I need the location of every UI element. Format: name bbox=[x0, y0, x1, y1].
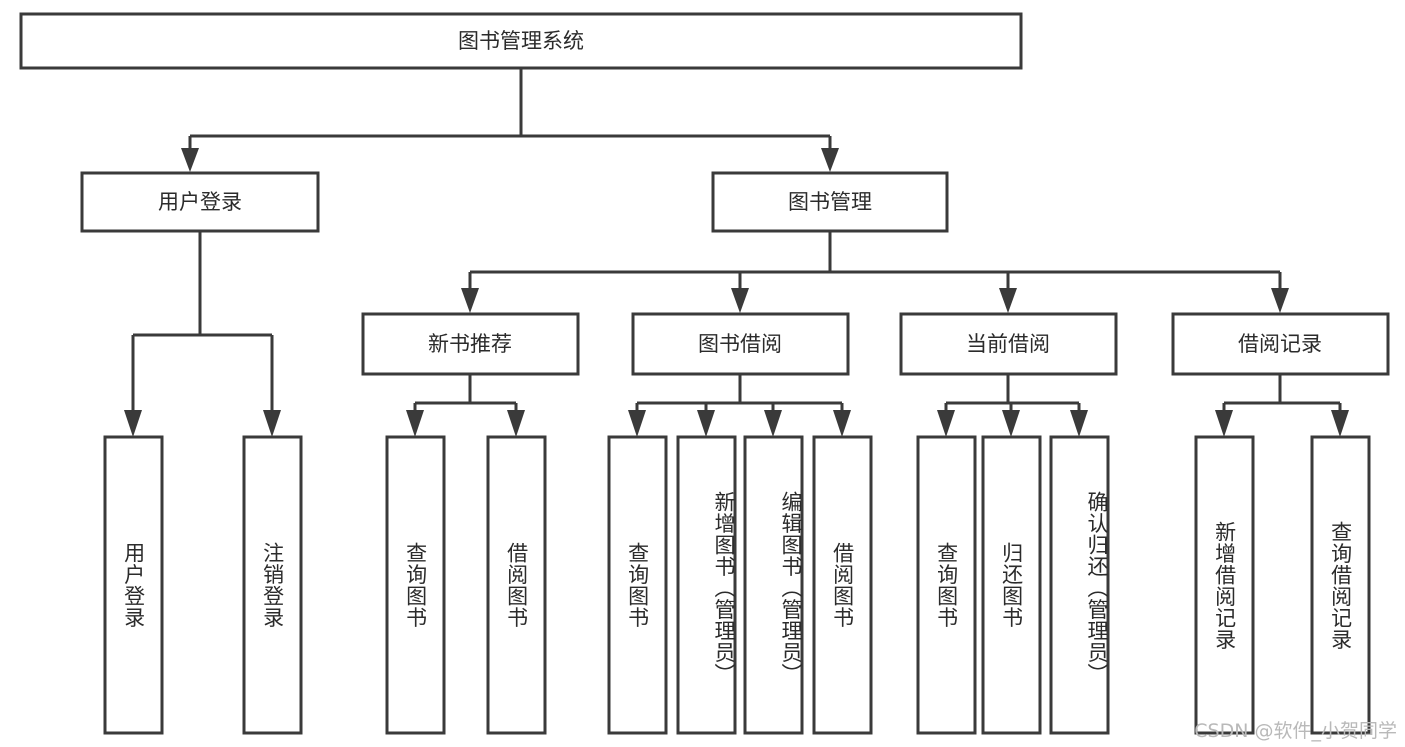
arrow-book-mgmt-to-book-borrow bbox=[731, 288, 749, 313]
node-leaf-current-borrow-3-box[interactable] bbox=[1049, 435, 1110, 735]
csdn-watermark: CSDN @软件_小贺同学 bbox=[1194, 720, 1397, 742]
arrow-book-borrow-leaf-4 bbox=[833, 410, 851, 437]
arrow-current-borrow-leaf-2 bbox=[1002, 410, 1020, 437]
node-leaf-book-borrow-3-box[interactable] bbox=[743, 435, 804, 735]
node-root-label: 图书管理系统 bbox=[458, 29, 584, 53]
arrow-user-login-leaf-2 bbox=[263, 410, 281, 437]
node-root-box[interactable] bbox=[19, 12, 1023, 70]
arrow-book-mgmt-to-borrow-record bbox=[1271, 288, 1289, 313]
node-new-book-label: 新书推荐 bbox=[428, 332, 512, 356]
node-leaf-new-book-1-box[interactable] bbox=[385, 435, 446, 735]
arrow-new-book-leaf-2 bbox=[507, 410, 525, 437]
node-new-book-box[interactable] bbox=[361, 312, 580, 376]
arrow-book-borrow-leaf-3 bbox=[764, 410, 782, 437]
node-user-login-label: 用户登录 bbox=[158, 190, 242, 214]
node-leaf-current-borrow-1-box[interactable] bbox=[916, 435, 977, 735]
node-leaf-user-login-2-box[interactable] bbox=[242, 435, 303, 735]
arrow-book-mgmt-to-new-book bbox=[461, 288, 479, 313]
node-leaf-borrow-record-1-box[interactable] bbox=[1194, 435, 1255, 735]
node-current-borrow-box[interactable] bbox=[899, 312, 1118, 376]
arrow-user-login-leaf-1 bbox=[124, 410, 142, 437]
arrow-root-to-book-mgmt bbox=[821, 148, 839, 172]
node-leaf-new-book-2-box[interactable] bbox=[486, 435, 547, 735]
arrow-borrow-record-leaf-1 bbox=[1215, 410, 1233, 437]
arrow-root-to-user-login bbox=[181, 148, 199, 172]
node-book-mgmt-box[interactable] bbox=[711, 171, 949, 233]
arrow-book-borrow-leaf-2 bbox=[697, 410, 715, 437]
node-book-mgmt-label: 图书管理 bbox=[788, 190, 872, 214]
arrow-current-borrow-leaf-3 bbox=[1070, 410, 1088, 437]
node-borrow-record-label: 借阅记录 bbox=[1238, 332, 1322, 356]
node-leaf-book-borrow-4-box[interactable] bbox=[812, 435, 873, 735]
node-leaf-current-borrow-2-box[interactable] bbox=[981, 435, 1042, 735]
node-book-borrow-box[interactable] bbox=[631, 312, 850, 376]
arrow-book-borrow-leaf-1 bbox=[628, 410, 646, 437]
node-leaf-book-borrow-1-box[interactable] bbox=[607, 435, 668, 735]
node-book-borrow-label: 图书借阅 bbox=[698, 332, 782, 356]
arrow-borrow-record-leaf-2 bbox=[1331, 410, 1349, 437]
node-current-borrow-label: 当前借阅 bbox=[966, 332, 1050, 356]
node-leaf-borrow-record-2-box[interactable] bbox=[1310, 435, 1371, 735]
node-borrow-record-box[interactable] bbox=[1171, 312, 1390, 376]
arrow-current-borrow-leaf-1 bbox=[937, 410, 955, 437]
arrow-book-mgmt-to-current-borrow bbox=[999, 288, 1017, 313]
node-leaf-user-login-1-box[interactable] bbox=[103, 435, 164, 735]
node-leaf-book-borrow-2-box[interactable] bbox=[676, 435, 737, 735]
arrow-new-book-leaf-1 bbox=[406, 410, 424, 437]
